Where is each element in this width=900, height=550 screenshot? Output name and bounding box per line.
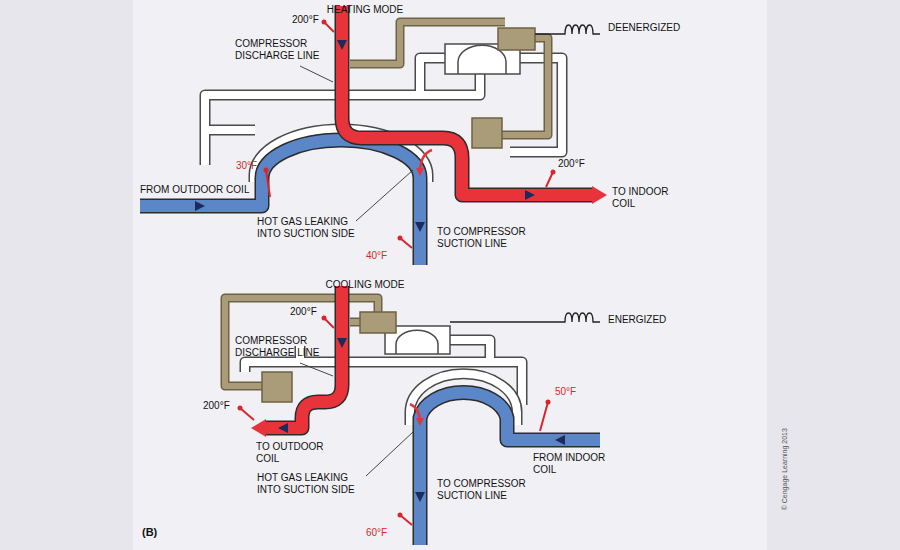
solenoid-coil bbox=[535, 25, 600, 34]
hot-gas-leak bbox=[416, 168, 424, 176]
flow-arrows bbox=[195, 40, 535, 232]
thermometer-pins bbox=[398, 236, 403, 241]
capillary-tubes bbox=[360, 312, 396, 333]
temperature-reading: 200°F bbox=[203, 400, 237, 412]
line-label: TO COMPRESSOR SUCTION LINE bbox=[437, 226, 537, 250]
suction-flow bbox=[420, 393, 600, 545]
discharge-flow bbox=[251, 286, 342, 437]
leader-lines bbox=[366, 432, 413, 476]
capillary-tubes bbox=[225, 298, 396, 402]
line-label: COMPRESSOR DISCHARGE LINE bbox=[235, 38, 330, 62]
callout-label: HOT GAS LEAKING INTO SUCTION SIDE bbox=[257, 216, 369, 240]
capillary-tubes bbox=[225, 298, 378, 386]
flow-arrows bbox=[337, 338, 347, 348]
thermometer-pins bbox=[264, 168, 269, 173]
leader-lines bbox=[300, 66, 333, 82]
solenoid-coil bbox=[450, 313, 600, 322]
callout-label: HOT GAS LEAKING INTO SUCTION SIDE bbox=[257, 472, 369, 496]
flow-arrows bbox=[525, 190, 535, 200]
thermometer-pins bbox=[551, 170, 556, 175]
flow-arrows bbox=[555, 435, 565, 445]
temperature-reading: 50°F bbox=[555, 386, 587, 398]
flow-arrows bbox=[415, 222, 425, 232]
suction-flow bbox=[140, 140, 420, 265]
leader-lines bbox=[300, 363, 413, 476]
thermometer-pins bbox=[546, 400, 551, 405]
flow-arrows bbox=[195, 201, 205, 211]
line-label: TO INDOOR COIL bbox=[612, 186, 684, 210]
hot-gas-leak bbox=[410, 404, 420, 420]
flow-arrows bbox=[337, 40, 347, 50]
suction-flow bbox=[140, 140, 420, 265]
temperature-reading: 40°F bbox=[366, 250, 398, 262]
hot-gas-leak bbox=[410, 404, 424, 426]
line-label: TO OUTDOOR COIL bbox=[256, 441, 336, 465]
solenoid-coil bbox=[450, 313, 600, 322]
temperature-reading: 200°F bbox=[558, 158, 592, 170]
discharge-flow bbox=[342, 6, 592, 195]
temperature-reading: 200°F bbox=[292, 14, 322, 26]
flow-arrows bbox=[278, 423, 288, 433]
temperature-reading: 200°F bbox=[290, 306, 322, 318]
capillary-tubes bbox=[262, 372, 292, 402]
thermometer-pins bbox=[322, 20, 327, 25]
leader-lines bbox=[300, 66, 413, 221]
line-label: FROM INDOOR COIL bbox=[533, 452, 613, 476]
line-label: TO COMPRESSOR SUCTION LINE bbox=[437, 478, 537, 502]
thermometer-pins bbox=[322, 316, 327, 321]
figure-letter: (B) bbox=[142, 526, 178, 539]
hot-gas-leak bbox=[420, 150, 432, 170]
mode-heading: HEATING MODE bbox=[300, 4, 430, 16]
capillary-tubes bbox=[350, 22, 548, 148]
suction-flow bbox=[140, 140, 420, 265]
pilot-valve-body bbox=[396, 330, 438, 354]
thermometer-pins bbox=[266, 170, 270, 197]
capillary-tubes bbox=[350, 22, 548, 135]
thermometer-pins bbox=[540, 402, 548, 431]
capillary-tubes bbox=[350, 22, 548, 135]
temperature-reading: 30°F bbox=[236, 160, 264, 172]
hot-gas-leak bbox=[416, 150, 432, 176]
discharge-flow bbox=[592, 186, 607, 204]
mode-heading: COOLING MODE bbox=[300, 279, 430, 291]
flow-arrows bbox=[415, 492, 425, 502]
leader-lines bbox=[356, 170, 413, 221]
leader-lines bbox=[300, 363, 333, 376]
solenoid-state: DEENERGIZED bbox=[608, 22, 698, 34]
hot-gas-leak bbox=[416, 418, 424, 426]
capillary-tubes bbox=[498, 28, 535, 50]
discharge-flow bbox=[342, 6, 592, 195]
line-label: COMPRESSOR DISCHARGE LINE bbox=[235, 335, 330, 359]
suction-flow bbox=[420, 393, 600, 545]
discharge-flow bbox=[251, 419, 266, 437]
figure-panel bbox=[133, 0, 767, 550]
suction-flow bbox=[420, 393, 600, 545]
thermometer-pins bbox=[240, 408, 254, 420]
solenoid-coil bbox=[535, 25, 600, 34]
discharge-flow bbox=[342, 6, 607, 204]
thermometer-pins bbox=[238, 406, 243, 411]
capillary-tubes bbox=[225, 298, 378, 386]
thermometer-pins bbox=[398, 513, 403, 518]
thermometer-pins bbox=[238, 316, 551, 526]
temperature-reading: 60°F bbox=[366, 527, 398, 539]
solenoid-state: ENERGIZED bbox=[608, 314, 688, 326]
copyright-notice: © Cengage Learning 2013 bbox=[781, 404, 789, 534]
capillary-tubes bbox=[472, 118, 502, 148]
line-label: FROM OUTDOOR COIL bbox=[140, 184, 258, 196]
